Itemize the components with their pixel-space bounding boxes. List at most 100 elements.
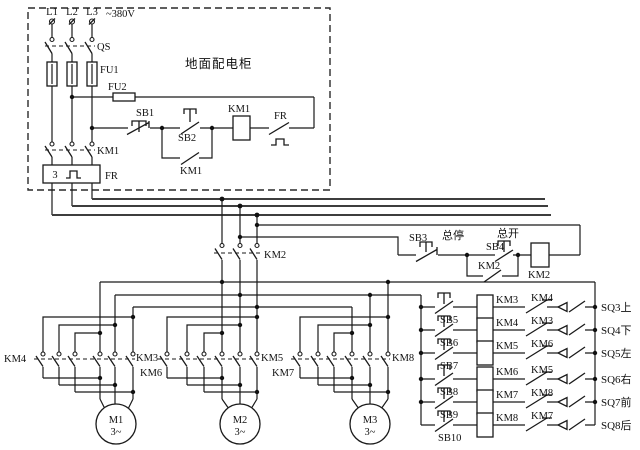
qs-switch: QS [44,36,111,54]
contact-pivot-icon [254,242,260,249]
no-contact-icon [434,395,454,410]
ladder-row-1: SB5 KM3 KM4 SQ3上 [421,292,632,326]
contact-pivot-icon [97,351,103,357]
motor-group-3: KM8 M3 3~ [291,316,414,445]
thermal-element-icon [271,138,289,146]
qs-label: QS [97,42,111,53]
interlock-label: KM3 [531,316,553,327]
no-contact-icon [434,346,454,361]
contactor-blade-icon [159,355,258,367]
coil-icon [530,242,550,268]
fuse-icon [112,92,136,102]
voltage-label: ~380V [106,9,135,20]
sb-label: SB10 [438,433,461,444]
sb2-label: SB2 [178,133,196,144]
output-stubs [166,367,258,404]
distribution-wires [100,281,595,308]
sq-label: SQ7前 [601,395,632,409]
cabinet-title: 地面配电柜 [185,57,253,71]
km2-control-taps [240,224,580,255]
no-contact-icon [180,151,200,166]
sb-label: SB8 [440,387,458,398]
contact-pivot-icon [184,351,190,357]
phase-l1-label: L1 [46,7,58,18]
nc-interlock-icon [525,299,552,314]
coil-icon [476,294,494,320]
crossover-brackets-upper [166,316,257,352]
sb1-label: SB1 [136,108,154,119]
limit-switch-icon [556,346,586,359]
motor-circle [219,403,261,445]
contact-pivot-icon [89,36,95,43]
km2-main-label: KM2 [264,250,286,261]
limit-switch-icon [556,372,586,385]
motor-name: M2 [233,415,248,426]
sb-label: SB9 [440,410,458,421]
phase-buses [52,198,551,216]
fr-contact-label: FR [274,111,287,122]
holding-branch-wire [466,255,519,277]
km1-aux-label: KM1 [180,166,202,177]
contactor-blade-icon [292,355,389,367]
fuse-wire [51,64,93,84]
no-contact-icon [434,300,454,315]
motor-phase: 3~ [111,427,122,438]
control-supply-wire [72,96,315,128]
interlock-label: KM6 [531,339,553,350]
pushbutton-cap-icon [437,410,451,422]
sb4-function-label: 总开 [497,226,519,240]
contact-pivot-icon [315,351,321,357]
fr-thermal-relay: 3 FR [42,164,118,184]
contactor-blade-icon [44,145,93,158]
nc-contact-icon [268,121,290,136]
km2-coil-label: KM2 [528,270,550,281]
nc-contact-icon [126,121,150,136]
contact-pivot-icon [201,351,207,357]
thermal-relay-box [42,164,101,184]
limit-switch-icon [556,323,586,336]
fr-pole-count: 3 [52,170,57,181]
nc-interlock-icon [525,371,552,386]
motor-circle [95,403,137,445]
motor-group-1: KM4 KM3 KM6 M1 3~ [4,316,162,445]
contact-pivot-icon [69,141,75,147]
crossover-brackets-lower [167,377,257,393]
km1-main-label: KM1 [97,146,119,157]
contact-pivot-icon [237,242,243,249]
ladder-row-2: SB6 KM4 KM3 SQ4下 [421,315,632,349]
contact-pivot-icon [112,351,118,357]
km4-label: KM4 [4,354,27,365]
contact-pivot-icon [331,351,337,357]
no-contact-icon [434,418,454,433]
nc-interlock-icon [525,345,552,360]
pushbutton-cap-icon [437,387,451,399]
heater-element-icon [66,170,81,179]
coil-icon [476,412,494,438]
cabinet-outline [27,7,331,191]
holding-branch-wire [161,128,213,159]
contact-pivot-icon [349,351,355,357]
contact-pivot-icon [385,351,391,357]
phase-wires-to-fr [51,157,93,165]
switch-blade-icon [44,41,93,54]
sb3-label: SB3 [409,233,427,244]
contact-pivot-icon [367,351,373,357]
motor-group-2: KM5 KM7 M2 3~ [158,316,294,445]
phase-wires-top [51,24,93,38]
sq-label: SQ3上 [601,301,632,314]
no-contact-icon [434,372,454,387]
nc-interlock-icon [525,322,552,337]
nc-contact-icon [415,247,438,263]
contact-pivot-icon [49,141,55,147]
no-contact-icon [180,121,200,135]
sb-label: SB7 [440,361,458,372]
output-stubs [299,367,389,404]
terminal-slash-icon [48,18,96,25]
sq-label: SQ5左 [601,347,632,360]
coil-label: KM3 [496,295,518,306]
fuse-fu1: FU1 [46,61,119,87]
motor-circle [349,403,391,445]
junction-dots [69,94,598,405]
km5-label: KM5 [261,353,283,364]
